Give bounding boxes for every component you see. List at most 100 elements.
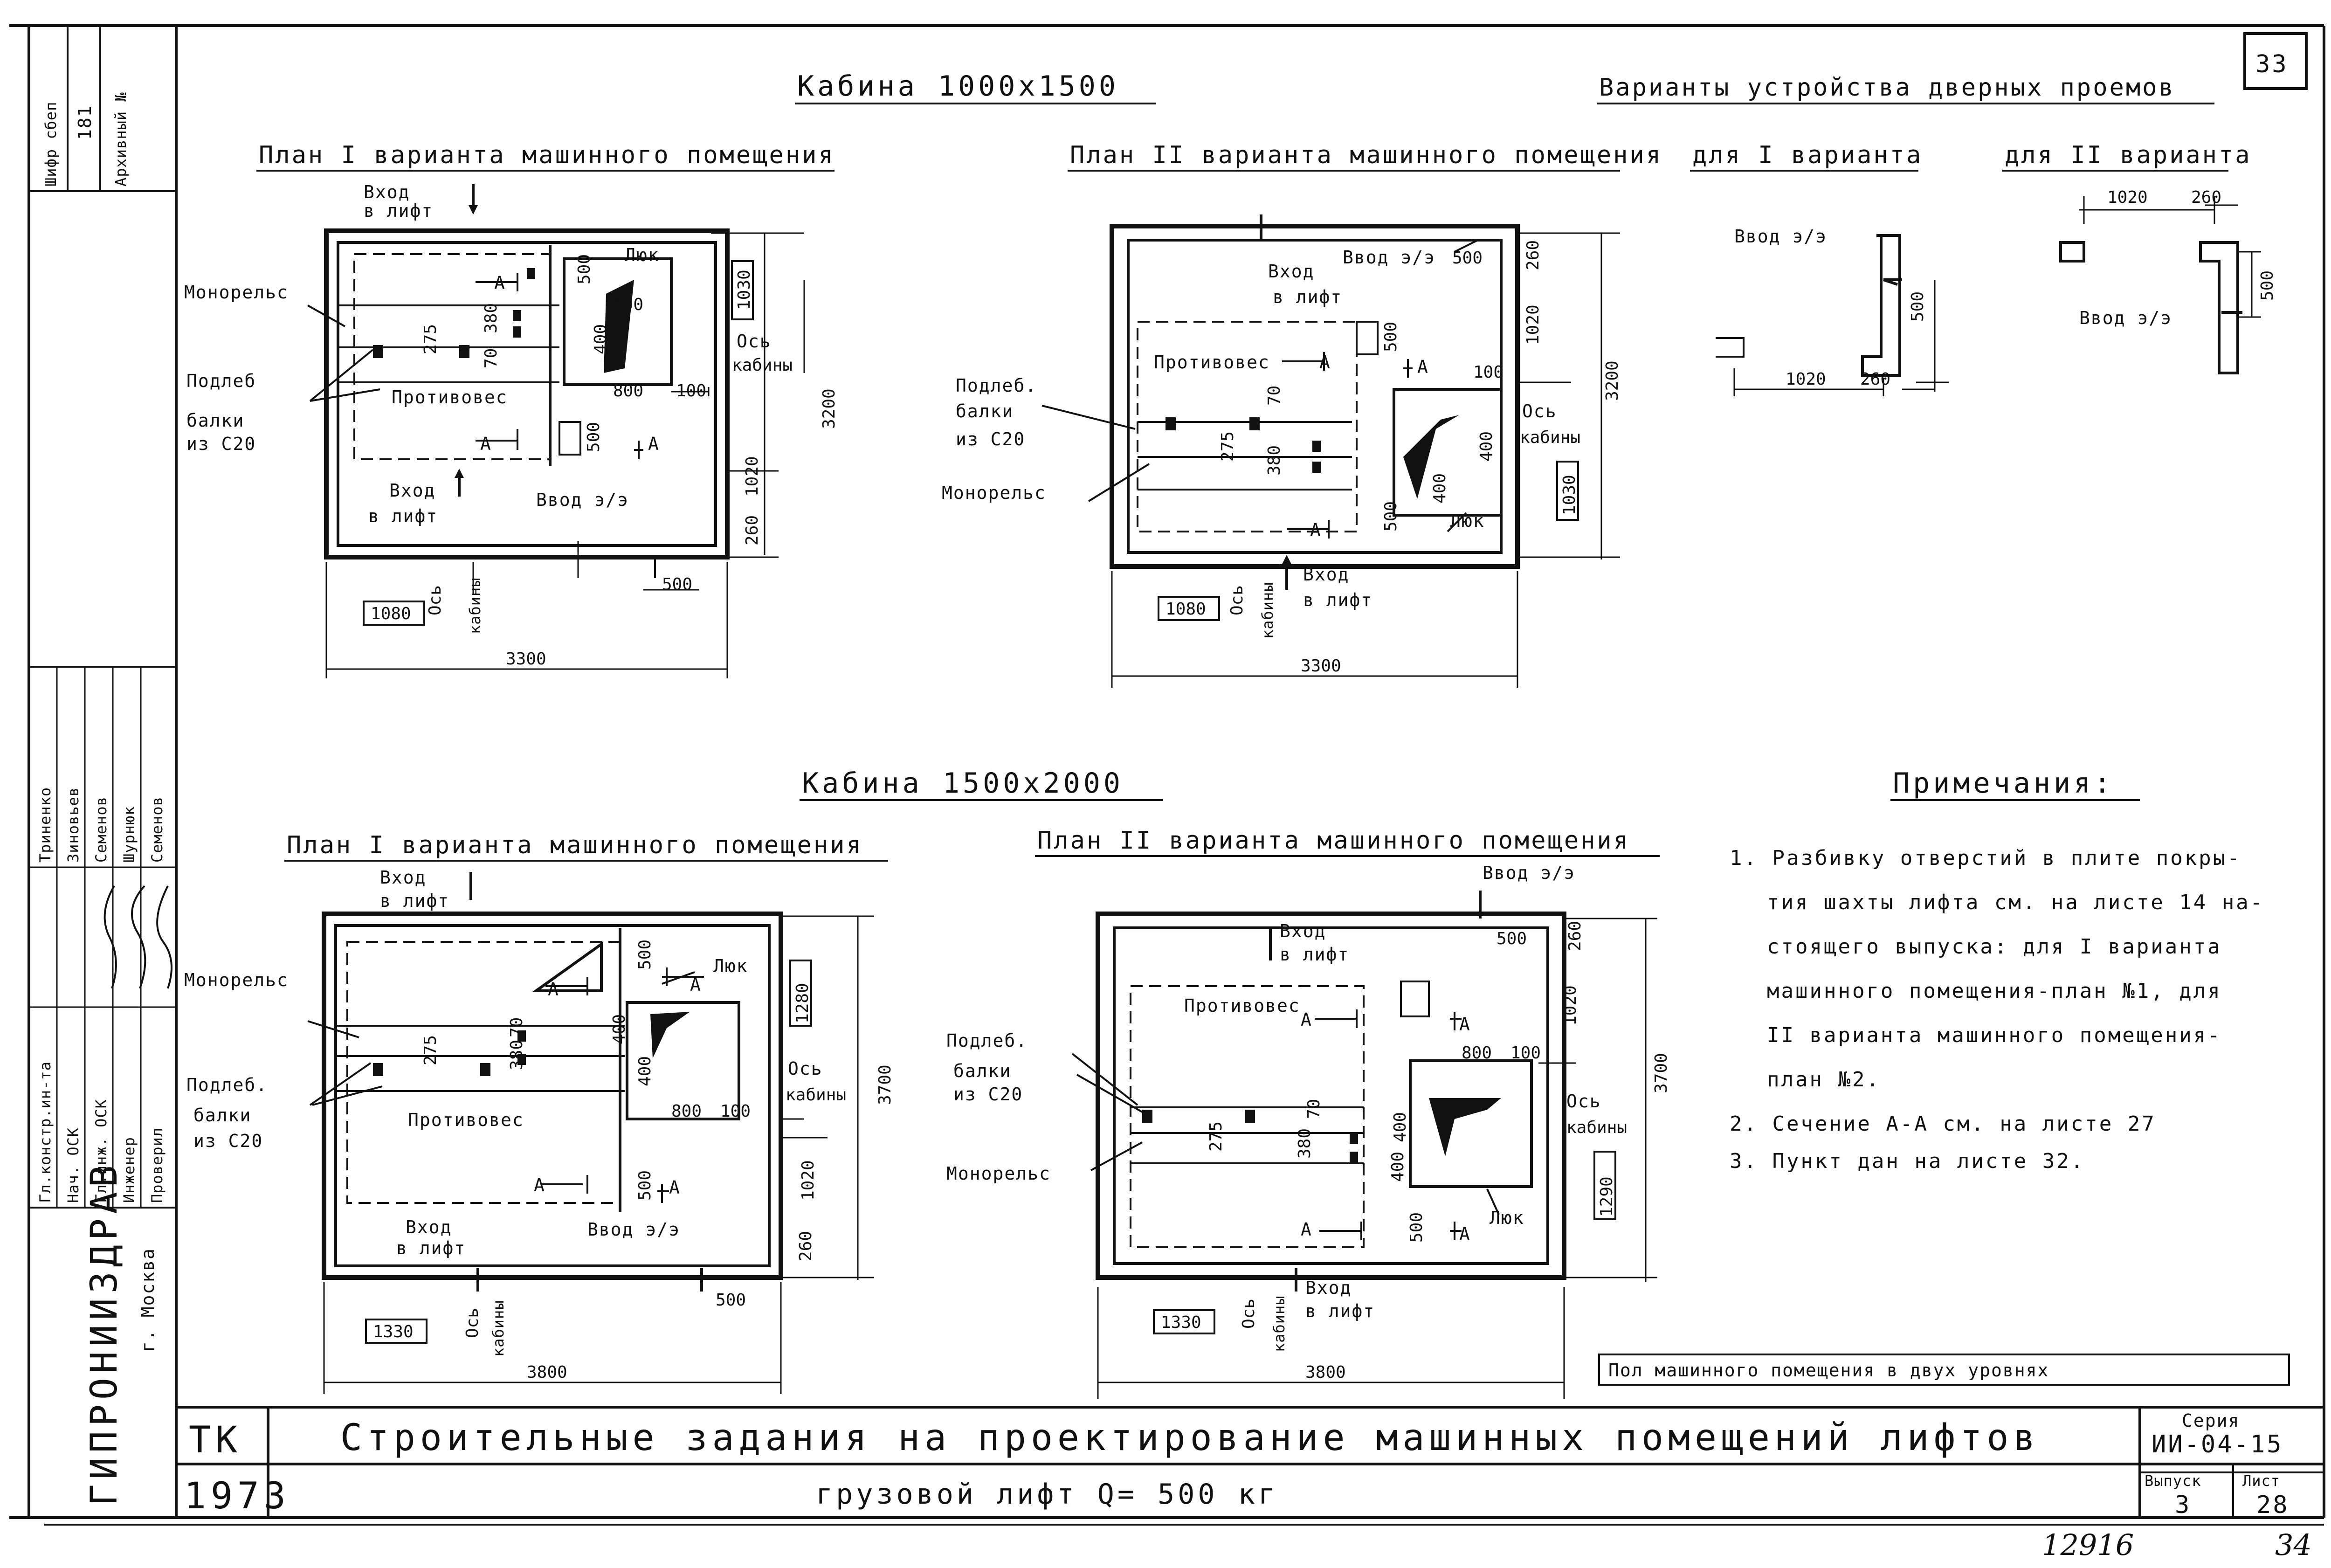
plan-2a-dim-3700: 3700	[876, 1064, 895, 1105]
plan-1b-dim-3300: 3300	[1301, 656, 1341, 676]
plan-2b-beams-2: из С20	[953, 1084, 1023, 1105]
plan-2a-dim-800: 800	[671, 1102, 702, 1121]
plan-1b-drawing	[1041, 214, 1620, 688]
plan-1a-dim-800: 800	[613, 381, 643, 401]
plan-1b-mark-a3: А	[1310, 520, 1322, 540]
plan-1a-monorail: Монорельс	[184, 282, 289, 303]
plan-2b-dim-3700: 3700	[1652, 1053, 1671, 1093]
plan-1b-dim-275: 275	[1218, 431, 1237, 462]
plan-2b-hatch: Люк	[1490, 1208, 1524, 1228]
sheet-number: 33	[2255, 50, 2289, 78]
sheet-label: Лист	[2242, 1472, 2280, 1490]
plan-2a-cable-entry: Ввод э/э	[587, 1219, 680, 1240]
plan-2b-mark-a4: А	[1459, 1224, 1471, 1244]
sheet-value: 28	[2256, 1491, 2290, 1519]
stamp-code-value: 181	[75, 105, 95, 140]
plan-2a-axis-b2: кабины	[490, 1300, 507, 1357]
plan-2a-dim-500a: 500	[635, 939, 655, 970]
plan-2a-dim-1020: 1020	[799, 1160, 818, 1201]
plan-1a-dim-380: 380	[482, 303, 501, 333]
plan-2b-dim-500a: 500	[1497, 929, 1527, 948]
plan-1b-dim-400a: 400	[1430, 473, 1449, 504]
plan-1b-dim-380: 380	[1265, 445, 1284, 476]
plan-2a-entry-top-2: в лифт	[380, 891, 449, 911]
plan-2b-dim-100: 100	[1510, 1043, 1541, 1063]
stamp-role-3: Гл.инж. ОСК	[92, 1099, 110, 1203]
stamp-role-2: Нач. ОСК	[64, 1127, 82, 1203]
plan-1b-entry-bottom-2: в лифт	[1303, 590, 1372, 610]
plan-1b-monorail: Монорельс	[942, 483, 1046, 503]
plan-1a-dim-400a: 400	[591, 324, 610, 354]
plan-2a-dim-3800: 3800	[527, 1363, 567, 1382]
plan-2a-dim-70: 70	[507, 1017, 526, 1037]
plan-1a-axis-2: кабины	[732, 356, 793, 375]
plan-2a-dim-100: 100	[720, 1102, 751, 1121]
door-variant-1-cable-entry: Ввод э/э	[1734, 226, 1827, 247]
plan-1b-beams-1: балки	[956, 401, 1014, 421]
boxed-note: Пол машинного помещения в двух уровнях	[1608, 1360, 2049, 1381]
plan-1a-axis-b1: Ось	[426, 585, 445, 615]
title-block-tk: ТК	[189, 1419, 242, 1461]
stamp-name-4: Шурнюк	[120, 806, 138, 863]
plan-1a-axis-1: Ось	[737, 331, 772, 352]
door-variant-2-title: для II варианта	[2005, 141, 2252, 169]
door-variant-2-drawing	[2059, 196, 2261, 374]
stamp-name-1: Триненко	[36, 787, 54, 863]
plan-1a-dim-500c: 500	[662, 575, 692, 594]
plan-2b-counterweight: Противовес	[1184, 995, 1300, 1016]
note-line-2: тия шахты лифта см. на листе 14 на-	[1767, 891, 2264, 914]
plan-1b-axis-2: кабины	[1520, 428, 1580, 447]
series-value: ИИ-04-15	[2152, 1430, 2283, 1458]
plan-2b-monorail: Монорельс	[946, 1163, 1051, 1184]
door-variant-1-dim-260: 260	[1860, 370, 1890, 389]
door-variant-2-cable-entry: Ввод э/э	[2079, 308, 2172, 328]
plan-1b-entry-top-2: в лифт	[1273, 287, 1342, 307]
plan-1b-axis-b2: кабины	[1259, 582, 1276, 639]
plan-1b-counterweight: Противовес	[1154, 352, 1270, 373]
plan-1a-beams-2: из С20	[186, 434, 256, 454]
plan-1a-dim-260: 260	[743, 515, 762, 546]
plan-1a-entry-bottom-2: в лифт	[368, 506, 438, 526]
plan-2b-entry-bottom-2: в лифт	[1305, 1301, 1375, 1321]
title-block-subtitle: грузовой лифт Q= 500 кг	[816, 1478, 1278, 1511]
plan-1b-dim-3200: 3200	[1603, 360, 1622, 401]
plan-2a-entry-bottom-2: в лифт	[396, 1238, 466, 1258]
plan-2a-dim-275: 275	[421, 1035, 440, 1065]
stamp-name-5: Семенов	[148, 796, 166, 863]
plan-2b-mark-a2: А	[1459, 1014, 1471, 1035]
plan-2b-axis-b1: Ось	[1239, 1299, 1258, 1329]
plan-2a-dim-1280: 1280	[793, 983, 812, 1023]
plan-2b-entry-bottom-1: Вход	[1305, 1278, 1352, 1298]
plan-1a-dim-70: 70	[482, 348, 501, 368]
title-block-title: Строительные задания на проектирование м…	[340, 1417, 2040, 1459]
plan-1b-axis-1: Ось	[1522, 401, 1557, 421]
plan-2a-drawing	[307, 872, 874, 1394]
plan-1b-dim-1080: 1080	[1166, 600, 1206, 619]
plan-1a-hatch: Люк	[625, 245, 660, 265]
plan-2a-podleb: Подлеб.	[186, 1075, 268, 1095]
cabin-2-title: Кабина 1500x2000	[802, 767, 1124, 800]
plan-2b-title: План II варианта машинного помещения	[1037, 827, 1630, 855]
door-variant-1-drawing	[1716, 234, 1949, 396]
plan-2b-dim-400a: 400	[1391, 1112, 1410, 1142]
plan-1a-mark-a1: А	[494, 273, 506, 293]
door-openings-title: Варианты устройства дверных проемов	[1599, 74, 2175, 102]
plan-1a-dim-400b: 400	[613, 295, 643, 314]
plan-1a-cable-entry: Ввод э/э	[536, 490, 629, 510]
plan-2a-axis-2: кабины	[786, 1085, 846, 1105]
plan-1b-dim-1020: 1020	[1524, 304, 1543, 345]
note-line-3: стоящего выпуска: для I варианта	[1767, 935, 2222, 959]
plan-2b-podleb: Подлеб.	[946, 1030, 1028, 1051]
plan-1a-drawing	[307, 184, 805, 678]
stamp-signatures	[103, 885, 172, 989]
plan-2b-dim-500b: 500	[1407, 1212, 1426, 1243]
handwritten-number-1: 12916	[2042, 1528, 2134, 1562]
plan-2a-monorail: Монорельс	[184, 970, 289, 990]
side-stamp	[28, 24, 178, 1519]
plan-2b-drawing	[1071, 891, 1657, 1399]
stamp-role-5: Проверил	[148, 1127, 166, 1203]
title-block-year: 1973	[184, 1475, 290, 1517]
plan-1b-cable-entry: Ввод э/э	[1343, 247, 1435, 268]
plan-2b-dim-1020: 1020	[1561, 985, 1580, 1026]
